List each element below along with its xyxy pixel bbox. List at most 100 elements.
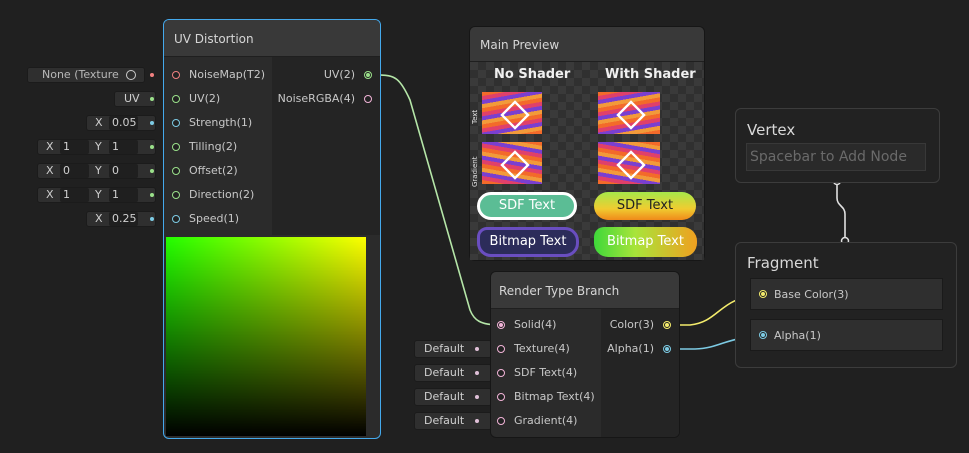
texture-default-field[interactable]: Default	[414, 340, 492, 358]
input-port[interactable]	[497, 417, 505, 425]
output-port[interactable]	[364, 71, 372, 79]
wire-uv-to-solid	[367, 74, 501, 326]
default-connector-dot	[475, 419, 479, 423]
port-label: Speed(1)	[189, 212, 240, 225]
tilling-field[interactable]: X 1 Y 1	[37, 139, 156, 155]
unity-logo-shaded-1	[598, 92, 660, 134]
output-noisergba[interactable]: NoiseRGBA(4)	[272, 90, 372, 108]
unity-logo-icon	[500, 150, 530, 180]
add-node-placeholder[interactable]: Spacebar to Add Node	[746, 143, 926, 171]
offset-connector-dot	[150, 169, 154, 173]
uv-distortion-node[interactable]: UV Distortion NoiseMap(T2) UV(2) Strengt…	[164, 20, 380, 438]
port-label: Direction(2)	[189, 188, 255, 201]
node-title: Render Type Branch	[499, 284, 620, 298]
input-port[interactable]	[759, 331, 767, 339]
default-connector-dot	[475, 371, 479, 375]
bitmap-text-sample-plain: Bitmap Text	[477, 227, 579, 257]
speed-field[interactable]: X 0.25	[86, 211, 156, 227]
main-preview-panel[interactable]: Main Preview No Shader With Shader Text …	[470, 27, 704, 260]
output-color[interactable]: Color(3)	[595, 316, 671, 334]
uv-inputs-panel	[164, 57, 272, 235]
col-with-shader-label: With Shader	[605, 67, 696, 82]
input-port[interactable]	[172, 71, 180, 79]
port-label: Solid(4)	[514, 318, 557, 331]
offset-field[interactable]: X 0 Y 0	[37, 163, 156, 179]
port-label: Strength(1)	[189, 116, 253, 129]
noisemap-connector-dot	[150, 73, 154, 77]
port-label: SDF Text(4)	[514, 366, 578, 379]
input-port[interactable]	[497, 345, 505, 353]
unity-logo-icon	[500, 100, 530, 130]
fragment-block-base-color[interactable]: Base Color(3)	[750, 278, 943, 310]
render-branch-outputs-panel	[601, 309, 679, 437]
input-port[interactable]	[172, 167, 180, 175]
unity-logo-icon	[616, 150, 646, 180]
context-title: Vertex	[747, 121, 796, 139]
gradient-default-field[interactable]: Default	[414, 412, 492, 430]
fragment-block-alpha[interactable]: Alpha(1)	[750, 319, 943, 351]
panel-title: Main Preview	[480, 38, 560, 52]
render-branch-header[interactable]: Render Type Branch	[491, 272, 679, 309]
uv-outputs-panel	[272, 57, 380, 235]
preview-viewport[interactable]: No Shader With Shader Text Gradient SDF …	[470, 62, 704, 260]
default-connector-dot	[475, 347, 479, 351]
port-label: NoiseMap(T2)	[189, 68, 266, 81]
direction-connector-dot	[150, 193, 154, 197]
input-port[interactable]	[172, 215, 180, 223]
port-label: Tilling(2)	[189, 140, 238, 153]
direction-field[interactable]: X 1 Y 1	[37, 187, 156, 203]
input-port[interactable]	[759, 290, 767, 298]
port-label: UV(2)	[189, 92, 221, 105]
port-label: UV(2)	[323, 68, 355, 81]
input-port[interactable]	[172, 191, 180, 199]
output-uv[interactable]: UV(2)	[272, 66, 372, 84]
unity-logo-icon	[616, 100, 646, 130]
port-label: Gradient(4)	[514, 414, 578, 427]
sdf-default-field[interactable]: Default	[414, 364, 492, 382]
uv-connector-dot	[150, 97, 154, 101]
side-label-text: Text	[471, 109, 479, 124]
unity-logo-textured-2	[482, 142, 542, 184]
port-label: Offset(2)	[189, 164, 238, 177]
output-port[interactable]	[663, 345, 671, 353]
fragment-context[interactable]: Fragment Base Color(3) Alpha(1)	[735, 242, 957, 368]
slot-label: Alpha(1)	[774, 329, 821, 342]
bitmap-text-sample-shaded: Bitmap Text	[594, 227, 697, 257]
input-port[interactable]	[497, 321, 505, 329]
render-type-branch-node[interactable]: Render Type Branch Solid(4) Texture(4) S…	[491, 272, 679, 437]
input-port[interactable]	[172, 143, 180, 151]
input-port[interactable]	[172, 95, 180, 103]
unity-logo-textured-1	[482, 92, 542, 134]
port-label: Bitmap Text(4)	[514, 390, 595, 403]
side-label-gradient: Gradient	[471, 156, 479, 187]
uv-channel-field[interactable]: UV	[114, 91, 156, 107]
bitmap-default-field[interactable]: Default	[414, 388, 492, 406]
port-label: Texture(4)	[514, 342, 570, 355]
speed-connector-dot	[150, 217, 154, 221]
slot-label: Base Color(3)	[774, 288, 849, 301]
sdf-text-sample-shaded: SDF Text	[594, 192, 696, 220]
wire-vertex-to-fragment	[836, 181, 846, 240]
port-label: Color(3)	[609, 318, 654, 331]
unity-logo-shaded-2	[598, 142, 660, 184]
strength-field[interactable]: X 0.05	[86, 115, 156, 131]
input-port[interactable]	[497, 369, 505, 377]
output-port[interactable]	[364, 95, 372, 103]
context-title: Fragment	[747, 254, 819, 272]
output-alpha[interactable]: Alpha(1)	[595, 340, 671, 358]
tilling-connector-dot	[150, 145, 154, 149]
object-picker-icon[interactable]	[126, 70, 136, 80]
default-connector-dot	[475, 395, 479, 399]
node-title: UV Distortion	[174, 32, 254, 46]
uv-preview-image	[166, 237, 366, 436]
vertex-context[interactable]: Vertex Spacebar to Add Node	[735, 108, 940, 183]
port-label: NoiseRGBA(4)	[277, 92, 355, 105]
main-preview-header[interactable]: Main Preview	[470, 27, 704, 62]
input-port[interactable]	[497, 393, 505, 401]
input-port[interactable]	[172, 119, 180, 127]
noisemap-texture-field[interactable]: None (Texture	[27, 67, 145, 83]
sdf-text-sample-plain: SDF Text	[477, 192, 577, 220]
uv-distortion-header[interactable]: UV Distortion	[164, 20, 380, 57]
output-port[interactable]	[663, 321, 671, 329]
strength-connector-dot	[150, 121, 154, 125]
